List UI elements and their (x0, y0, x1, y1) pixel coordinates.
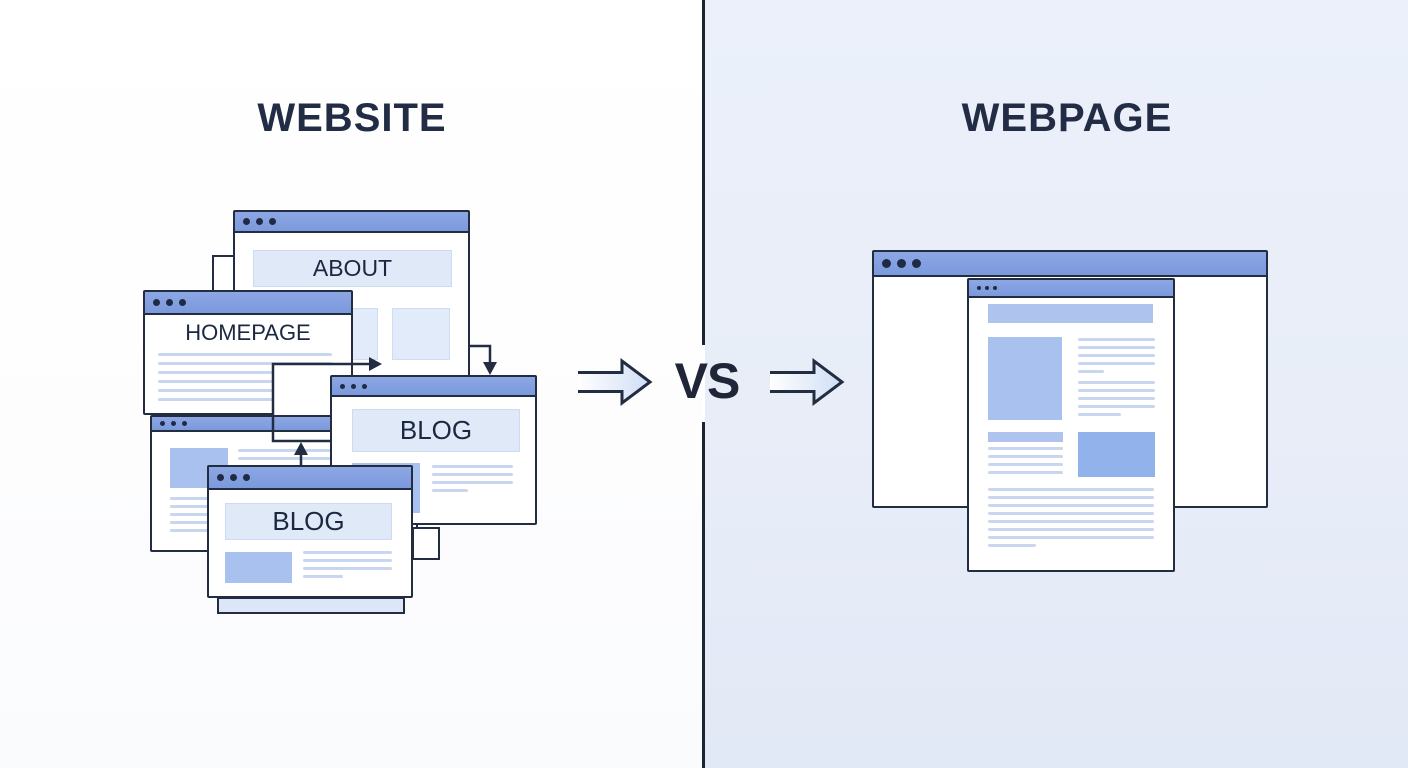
blog-page-label: BLOG (225, 503, 392, 540)
about-titlebar (235, 212, 468, 233)
blog-back-page-tab (412, 527, 440, 560)
page-text-lines (432, 465, 513, 497)
webpage-hero-image (988, 337, 1062, 420)
window-dot-icon (179, 299, 186, 306)
webpage-banner (988, 304, 1153, 323)
window-dot-icon (340, 383, 345, 389)
window-dot-icon (217, 474, 224, 481)
webpage-subheading-bar (988, 432, 1063, 442)
window-dot-icon (985, 286, 989, 290)
window-dot-icon (230, 474, 237, 481)
blog-page-label: BLOG (352, 409, 520, 452)
page-text-lines (170, 497, 228, 537)
window-dot-icon (256, 218, 263, 225)
window-dot-icon (897, 259, 906, 268)
window-dot-icon (351, 383, 356, 389)
webpage-document (967, 278, 1175, 572)
center-divider-top (702, 0, 705, 345)
blog-bottom-titlebar (209, 467, 411, 490)
browser-titlebar (874, 252, 1266, 277)
webpage-text-lines (1078, 338, 1155, 378)
image-placeholder (225, 552, 292, 583)
window-dot-icon (977, 286, 981, 290)
website-title: WEBSITE (257, 96, 447, 140)
window-dot-icon (243, 218, 250, 225)
about-content-box (392, 308, 450, 360)
webpage-title: WEBPAGE (961, 96, 1173, 140)
window-dot-icon (182, 421, 187, 426)
webpage-text-lines (988, 447, 1063, 479)
window-dot-icon (166, 299, 173, 306)
window-dot-icon (153, 299, 160, 306)
window-dot-icon (243, 474, 250, 481)
homepage-label: HOMEPAGE (185, 320, 311, 345)
webpage-image-block (1078, 432, 1155, 477)
window-dot-icon (171, 421, 176, 426)
center-divider-bottom (702, 422, 705, 768)
blog-right-titlebar (332, 377, 535, 397)
webpage-paragraph-lines (988, 488, 1154, 552)
page-text-lines (303, 551, 392, 583)
webpage-text-lines (1078, 381, 1155, 421)
blog-window-bottom: BLOG (207, 465, 413, 598)
window-dot-icon (362, 383, 367, 389)
webpage-titlebar (969, 280, 1173, 298)
window-dot-icon (912, 259, 921, 268)
window-dot-icon (993, 286, 997, 290)
vs-label: VS (674, 353, 741, 409)
about-page-label: ABOUT (253, 250, 452, 287)
window-dot-icon (882, 259, 891, 268)
homepage-titlebar (145, 292, 351, 315)
homepage-text-lines (158, 353, 332, 407)
window-dot-icon (160, 421, 165, 426)
window-dot-icon (269, 218, 276, 225)
blog-back-page-strip (217, 597, 405, 614)
